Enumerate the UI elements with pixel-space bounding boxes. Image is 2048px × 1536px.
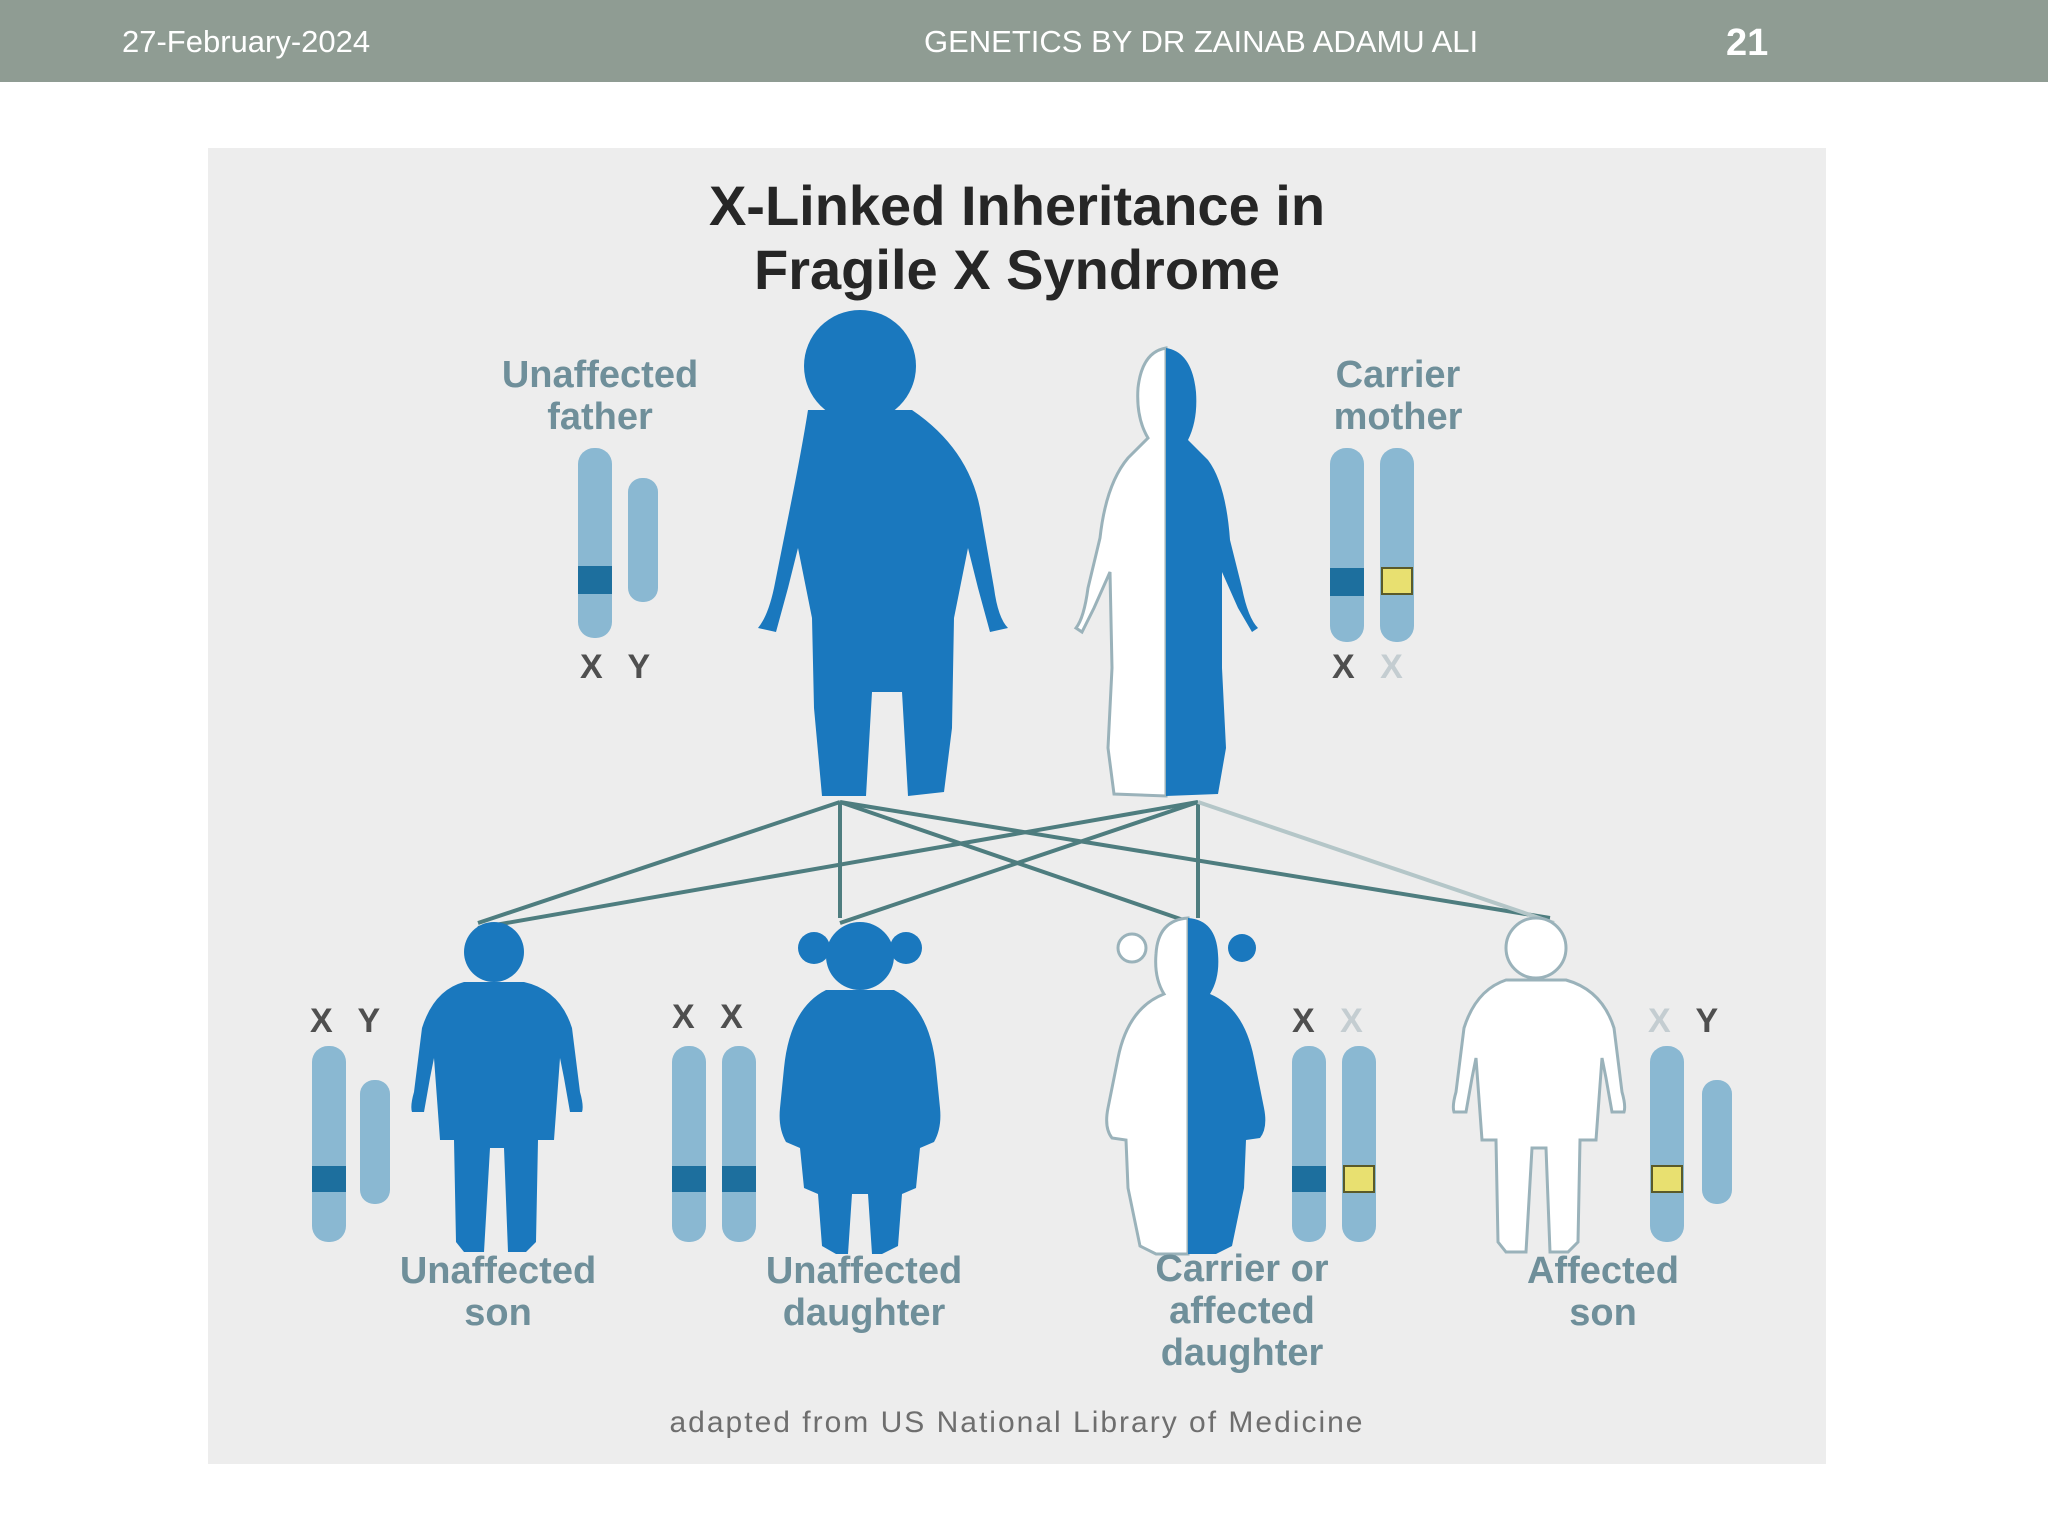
label-unaffected-daughter: Unaffected daughter <box>765 1250 963 1334</box>
figure-title-line2: Fragile X Syndrome <box>754 238 1280 301</box>
carrier-daughter-silhouette <box>1105 916 1266 1256</box>
slide-date: 27-February-2024 <box>122 24 371 59</box>
mother-chromosome-letters: X X <box>1332 648 1411 686</box>
mother-chromosomes <box>1330 448 1414 642</box>
figure-title-line1: X-Linked Inheritance in <box>708 174 1326 237</box>
carrier-daughter-chromosomes <box>1292 1046 1376 1242</box>
daughter2-chromosome-letters: X X <box>1292 1002 1371 1040</box>
figure-credit: adapted from US National Library of Medi… <box>669 1406 1365 1439</box>
line-father-son1 <box>477 800 841 925</box>
label-unaffected-son: Unaffected son <box>399 1250 597 1334</box>
unaffected-son-silhouette <box>411 922 583 1252</box>
unaffected-son-chromosomes <box>312 1046 390 1242</box>
daughter1-chromosome-letters: X X <box>672 998 751 1036</box>
label-affected-son: Affected son <box>1526 1250 1680 1334</box>
figure-title: X-Linked Inheritance in Fragile X Syndro… <box>208 174 1826 302</box>
label-unaffected-father: Unaffected father <box>501 354 699 438</box>
father-chromosomes <box>578 448 658 638</box>
slide-course-title: GENETICS BY DR ZAINAB ADAMU ALI <box>924 24 1479 59</box>
line-mother-son2 <box>1197 800 1555 925</box>
line-mother-son1 <box>477 800 1199 930</box>
father-silhouette <box>758 310 1008 796</box>
inheritance-figure: X-Linked Inheritance in Fragile X Syndro… <box>208 148 1826 1464</box>
slide-number: 21 <box>1726 22 1769 64</box>
label-carrier-or-affected-daughter: Carrier or affected daughter <box>1155 1248 1329 1374</box>
unaffected-daughter-chromosomes <box>672 1046 756 1242</box>
inheritance-lines <box>477 800 1555 930</box>
label-carrier-mother: Carrier mother <box>1333 354 1463 438</box>
line-father-son2 <box>839 800 1551 920</box>
line-mother-daughter1 <box>839 800 1199 925</box>
pedigree-diagram <box>312 310 1732 1256</box>
slide-header: 27-February-2024 GENETICS BY DR ZAINAB A… <box>0 0 2048 82</box>
son1-chromosome-letters: X Y <box>310 1002 389 1040</box>
son2-chromosome-letters: X Y <box>1648 1002 1727 1040</box>
father-chromosome-letters: X Y <box>580 648 659 686</box>
affected-son-silhouette <box>1451 916 1627 1254</box>
unaffected-daughter-silhouette <box>779 922 941 1254</box>
mother-silhouette <box>1073 346 1258 798</box>
affected-son-chromosomes <box>1650 1046 1732 1242</box>
